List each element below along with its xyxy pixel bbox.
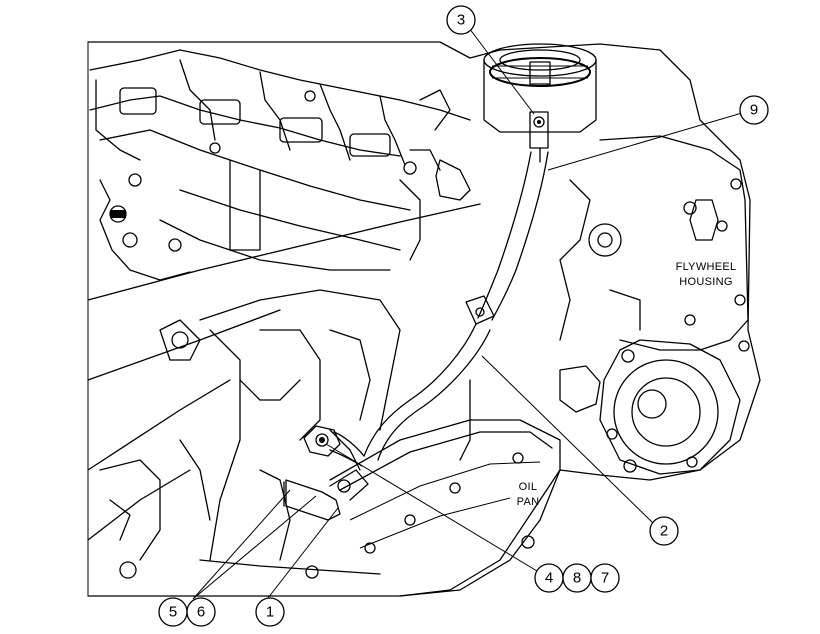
callout-3: 3	[446, 5, 476, 35]
leader-2	[481, 355, 654, 524]
callout-6: 6	[186, 597, 216, 627]
callout-5-text: 5	[169, 604, 177, 621]
diagonal-rails	[87, 203, 481, 541]
oilpan-label-line1: OIL	[519, 481, 538, 493]
flywheel-housing-label: FLYWHEEL HOUSING	[676, 261, 737, 288]
callout-5: 5	[158, 597, 188, 627]
cylinder-block	[99, 289, 401, 579]
oilpan-label-line2: PAN	[517, 496, 540, 508]
callout-7-text: 7	[601, 570, 609, 587]
leader-5-6b	[192, 495, 317, 600]
flywheel-label-line2: HOUSING	[679, 276, 732, 288]
callout-2: 2	[649, 516, 679, 546]
upper-manifold	[89, 49, 471, 281]
callout-8: 8	[562, 563, 592, 593]
callout-4: 4	[534, 563, 564, 593]
engine-block-outline	[87, 41, 761, 597]
callout-9: 9	[739, 95, 769, 125]
callout-9-text: 9	[750, 102, 758, 119]
callout-6-text: 6	[197, 604, 205, 621]
oil-line-tubes	[283, 151, 549, 521]
flywheel-label-line1: FLYWHEEL	[676, 261, 737, 273]
leader-5-6a	[192, 489, 291, 600]
callout-1-text: 1	[266, 604, 274, 621]
callout-4-text: 4	[545, 570, 553, 587]
shading-accents	[110, 120, 541, 443]
leader-9	[547, 112, 743, 171]
leader-1	[267, 507, 339, 599]
oil-pan-label: OIL PAN	[517, 481, 540, 508]
flywheel-housing	[559, 135, 750, 475]
leader-4	[325, 443, 538, 572]
oil-filter	[483, 43, 597, 163]
callout-1: 1	[255, 597, 285, 627]
callout-2-text: 2	[660, 523, 668, 540]
leader-lines	[192, 27, 743, 600]
callout-7: 7	[590, 563, 620, 593]
callout-8-text: 8	[573, 570, 581, 587]
callout-3-text: 3	[457, 12, 465, 29]
oil-pan	[329, 379, 561, 597]
leader-3	[468, 27, 535, 115]
